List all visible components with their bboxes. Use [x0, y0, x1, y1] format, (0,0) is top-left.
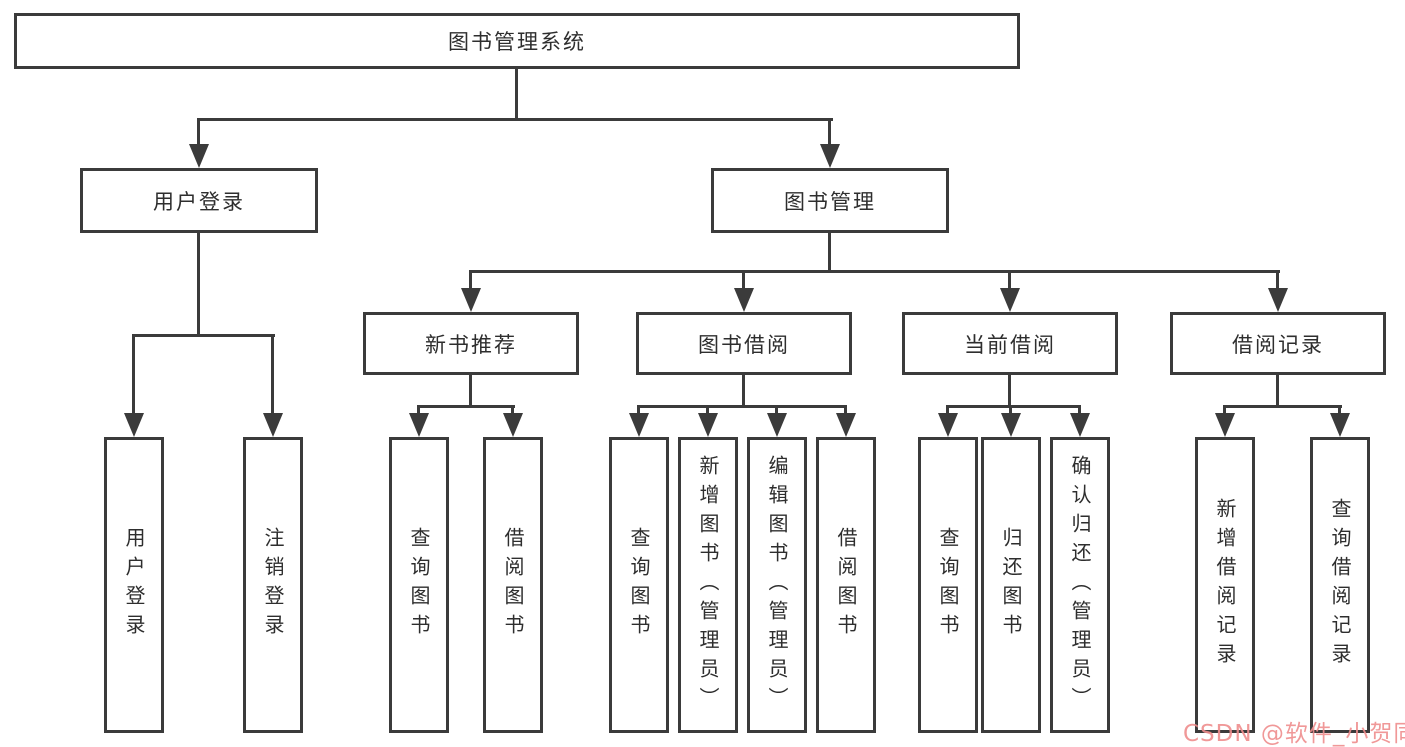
- arrow-down-icon: [1330, 413, 1350, 437]
- arrow-down-icon: [124, 413, 144, 437]
- leaf-logout-login: 注销登录: [243, 437, 303, 733]
- arrow-down-icon: [1001, 413, 1021, 437]
- arrow-down-icon: [263, 413, 283, 437]
- connector-user-login-stem: [197, 118, 200, 146]
- connector-stem: [1276, 270, 1279, 290]
- arrow-down-icon: [189, 144, 209, 168]
- node-new-book-recommend: 新书推荐: [363, 312, 579, 375]
- connector-stem: [271, 334, 274, 415]
- connector-root-stem: [515, 69, 518, 121]
- leaf-borrow-query-books: 查询图书: [609, 437, 669, 733]
- arrow-down-icon: [629, 413, 649, 437]
- arrow-down-icon: [734, 288, 754, 312]
- node-user-login: 用户登录: [80, 168, 318, 233]
- leaf-borrow-borrow-books: 借阅图书: [816, 437, 876, 733]
- leaf-records-query-record: 查询借阅记录: [1310, 437, 1370, 733]
- arrow-down-icon: [1070, 413, 1090, 437]
- connector-stem: [417, 405, 420, 415]
- leaf-current-query-books: 查询图书: [918, 437, 978, 733]
- connector-records-split: [1223, 405, 1342, 408]
- leaf-records-add-record: 新增借阅记录: [1195, 437, 1255, 733]
- arrow-down-icon: [1215, 413, 1235, 437]
- connector-book-mgmt-split: [469, 270, 1280, 273]
- node-current-borrow: 当前借阅: [902, 312, 1118, 375]
- leaf-current-confirm-return-admin: 确认归还（管理员）: [1050, 437, 1110, 733]
- arrow-down-icon: [767, 413, 787, 437]
- node-book-borrow: 图书借阅: [636, 312, 852, 375]
- connector-stem: [511, 405, 514, 415]
- node-book-management: 图书管理: [711, 168, 949, 233]
- arrow-down-icon: [938, 413, 958, 437]
- connector-bookborrow-down: [742, 375, 745, 407]
- connector-stem: [1338, 405, 1341, 415]
- arrow-down-icon: [409, 413, 429, 437]
- connector-bookborrow-split: [637, 405, 847, 408]
- leaf-borrow-edit-books-admin: 编辑图书（管理员）: [747, 437, 807, 733]
- leaf-user-login: 用户登录: [104, 437, 164, 733]
- arrow-down-icon: [503, 413, 523, 437]
- leaf-newbook-borrow-books: 借阅图书: [483, 437, 543, 733]
- connector-currentborrow-split: [946, 405, 1081, 408]
- connector-records-down: [1276, 375, 1279, 407]
- connector-stem: [637, 405, 640, 415]
- leaf-current-return-books: 归还图书: [981, 437, 1041, 733]
- connector-newbook-down: [469, 375, 472, 407]
- arrow-down-icon: [820, 144, 840, 168]
- connector-user-login-down: [197, 233, 200, 336]
- arrow-down-icon: [836, 413, 856, 437]
- csdn-watermark: CSDN @软件_小贺同学: [1183, 721, 1405, 747]
- connector-stem: [844, 405, 847, 415]
- connector-stem: [946, 405, 949, 415]
- connector-stem: [469, 270, 472, 290]
- connector-newbook-split: [417, 405, 515, 408]
- connector-root-split: [197, 118, 833, 121]
- connector-book-mgmt-stem: [828, 118, 831, 146]
- arrow-down-icon: [698, 413, 718, 437]
- connector-stem: [1078, 405, 1081, 415]
- connector-currentborrow-down: [1008, 375, 1011, 407]
- connector-stem: [132, 334, 135, 415]
- connector-book-mgmt-down: [828, 233, 831, 271]
- connector-stem: [742, 270, 745, 290]
- connector-stem: [706, 405, 709, 415]
- leaf-borrow-add-books-admin: 新增图书（管理员）: [678, 437, 738, 733]
- arrow-down-icon: [461, 288, 481, 312]
- leaf-newbook-query-books: 查询图书: [389, 437, 449, 733]
- arrow-down-icon: [1000, 288, 1020, 312]
- connector-stem: [1223, 405, 1226, 415]
- arrow-down-icon: [1268, 288, 1288, 312]
- node-root-library-system: 图书管理系统: [14, 13, 1020, 69]
- connector-user-login-split: [132, 334, 275, 337]
- connector-stem: [1009, 405, 1012, 415]
- connector-stem: [775, 405, 778, 415]
- node-borrow-records: 借阅记录: [1170, 312, 1386, 375]
- connector-stem: [1008, 270, 1011, 290]
